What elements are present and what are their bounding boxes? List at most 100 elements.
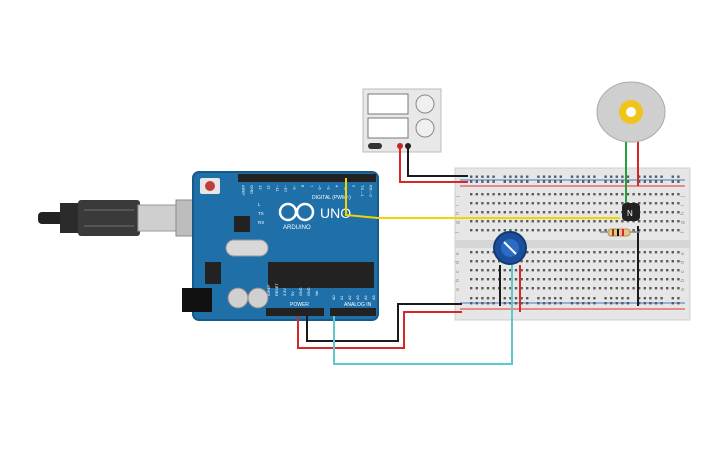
breadboard-hole[interactable] [509, 180, 512, 183]
breadboard-hole[interactable] [576, 269, 579, 272]
breadboard-hole[interactable] [604, 175, 607, 178]
breadboard-hole[interactable] [582, 297, 585, 300]
breadboard-hole[interactable] [481, 278, 484, 281]
breadboard-hole[interactable] [649, 269, 652, 272]
breadboard-hole[interactable] [621, 180, 624, 183]
breadboard-hole[interactable] [677, 202, 680, 205]
breadboard-hole[interactable] [492, 287, 495, 290]
breadboard-hole[interactable] [486, 220, 490, 223]
breadboard-hole[interactable] [671, 211, 674, 214]
breadboard-hole[interactable] [531, 193, 534, 196]
breadboard-hole[interactable] [498, 211, 501, 214]
breadboard-hole[interactable] [537, 251, 540, 254]
breadboard-hole[interactable] [671, 251, 674, 254]
breadboard-hole[interactable] [660, 180, 663, 183]
breadboard-hole[interactable] [621, 193, 624, 196]
breadboard-hole[interactable] [621, 278, 624, 281]
breadboard-hole[interactable] [503, 229, 506, 232]
breadboard-hole[interactable] [677, 260, 680, 263]
breadboard-hole[interactable] [593, 180, 596, 183]
breadboard-hole[interactable] [475, 180, 478, 183]
breadboard-hole[interactable] [486, 211, 490, 214]
breadboard-hole[interactable] [565, 278, 568, 281]
breadboard-hole[interactable] [570, 229, 574, 232]
breadboard-hole[interactable] [481, 175, 484, 178]
breadboard-hole[interactable] [542, 297, 546, 300]
breadboard-hole[interactable] [604, 211, 607, 214]
breadboard-hole[interactable] [475, 193, 478, 196]
breadboard-hole[interactable] [638, 260, 641, 263]
breadboard-hole[interactable] [492, 302, 495, 305]
breadboard-hole[interactable] [570, 269, 574, 272]
breadboard-hole[interactable] [537, 220, 540, 223]
breadboard-hole[interactable] [677, 175, 680, 178]
breadboard-hole[interactable] [554, 269, 557, 272]
breadboard-hole[interactable] [677, 251, 680, 254]
breadboard-hole[interactable] [649, 193, 652, 196]
breadboard-hole[interactable] [554, 260, 557, 263]
breadboard-hole[interactable] [626, 220, 630, 223]
breadboard-hole[interactable] [548, 278, 551, 281]
breadboard-hole[interactable] [610, 180, 613, 183]
breadboard-hole[interactable] [576, 297, 579, 300]
breadboard-hole[interactable] [531, 269, 534, 272]
breadboard-hole[interactable] [503, 175, 506, 178]
breadboard-hole[interactable] [638, 175, 641, 178]
breadboard-hole[interactable] [554, 202, 557, 205]
breadboard-hole[interactable] [677, 287, 680, 290]
breadboard-hole[interactable] [548, 302, 551, 305]
breadboard-hole[interactable] [470, 260, 473, 263]
breadboard-hole[interactable] [548, 211, 551, 214]
breadboard-hole[interactable] [660, 175, 663, 178]
breadboard-hole[interactable] [570, 175, 574, 178]
breadboard-hole[interactable] [643, 278, 646, 281]
breadboard-hole[interactable] [598, 220, 602, 223]
breadboard-hole[interactable] [677, 220, 680, 223]
dc-motor[interactable] [596, 81, 666, 143]
breadboard-hole[interactable] [582, 269, 585, 272]
breadboard-hole[interactable] [643, 202, 646, 205]
breadboard-hole[interactable] [666, 211, 669, 214]
breadboard-hole[interactable] [593, 251, 596, 254]
breadboard-hole[interactable] [559, 260, 562, 263]
breadboard-hole[interactable] [498, 193, 501, 196]
breadboard-hole[interactable] [626, 180, 630, 183]
breadboard-hole[interactable] [514, 175, 518, 178]
breadboard-hole[interactable] [537, 229, 540, 232]
breadboard-hole[interactable] [621, 220, 624, 223]
breadboard-hole[interactable] [475, 302, 478, 305]
breadboard-hole[interactable] [643, 269, 646, 272]
breadboard-hole[interactable] [548, 269, 551, 272]
breadboard-hole[interactable] [582, 260, 585, 263]
breadboard-hole[interactable] [638, 302, 641, 305]
breadboard-hole[interactable] [537, 302, 540, 305]
breadboard-hole[interactable] [610, 278, 613, 281]
breadboard-hole[interactable] [621, 175, 624, 178]
breadboard-hole[interactable] [559, 302, 562, 305]
breadboard-hole[interactable] [531, 260, 534, 263]
breadboard-hole[interactable] [559, 202, 562, 205]
breadboard-hole[interactable] [470, 175, 473, 178]
breadboard-hole[interactable] [565, 260, 568, 263]
breadboard-hole[interactable] [475, 287, 478, 290]
breadboard-hole[interactable] [654, 229, 658, 232]
breadboard-hole[interactable] [610, 211, 613, 214]
breadboard-hole[interactable] [598, 269, 602, 272]
breadboard-hole[interactable] [486, 193, 490, 196]
resistor[interactable] [600, 228, 640, 237]
breadboard-hole[interactable] [671, 180, 674, 183]
breadboard-hole[interactable] [537, 287, 540, 290]
breadboard-hole[interactable] [582, 220, 585, 223]
breadboard-hole[interactable] [671, 302, 674, 305]
breadboard-hole[interactable] [565, 211, 568, 214]
power-header[interactable] [266, 308, 324, 316]
breadboard-hole[interactable] [548, 180, 551, 183]
breadboard-hole[interactable] [593, 260, 596, 263]
breadboard-hole[interactable] [481, 180, 484, 183]
breadboard-hole[interactable] [610, 287, 613, 290]
breadboard-hole[interactable] [671, 278, 674, 281]
breadboard-hole[interactable] [671, 260, 674, 263]
breadboard-hole[interactable] [509, 297, 512, 300]
voltage-knob[interactable] [415, 94, 435, 114]
breadboard-hole[interactable] [654, 180, 658, 183]
